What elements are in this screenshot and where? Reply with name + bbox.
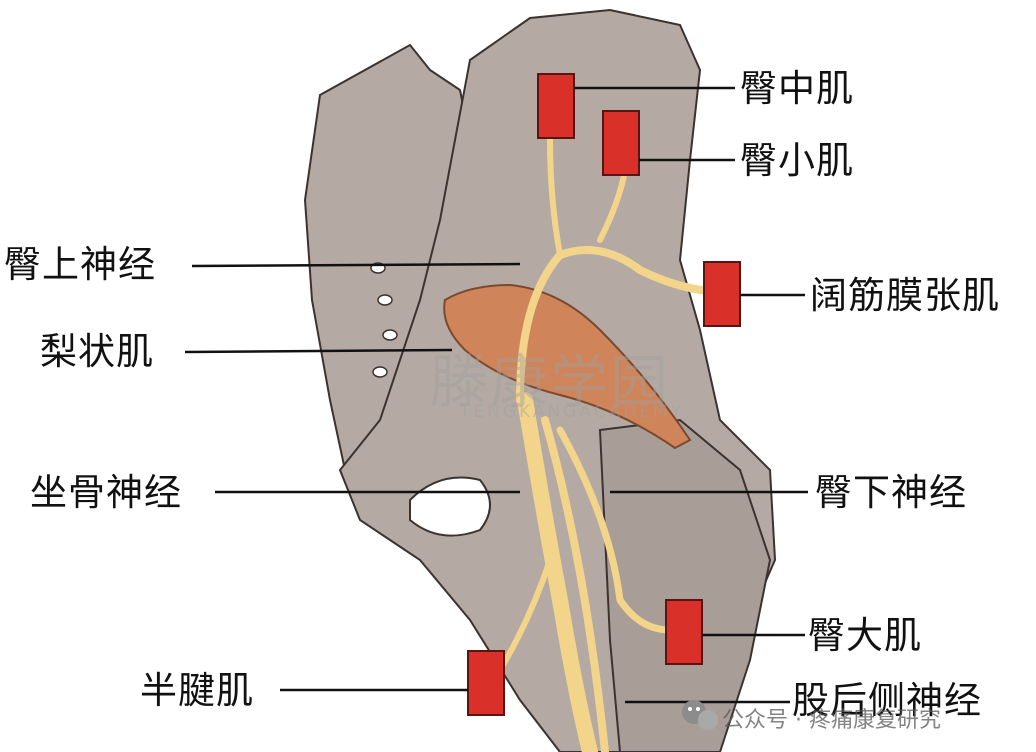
inferior-gluteal-nerve: [556, 426, 674, 634]
label-gluteus-maximus: 臀大肌: [808, 614, 922, 657]
watermark-footer: 公众号 · 疼痛康复研究: [722, 708, 941, 733]
sacral-foramen: [382, 329, 398, 341]
sacral-foramen: [372, 366, 388, 378]
label-piriformis: 梨状肌: [40, 330, 154, 373]
superior-gluteal-branch-upper: [547, 137, 563, 258]
sciatic-nerve: [517, 392, 598, 752]
label-semitendinosus: 半腱肌: [140, 669, 254, 712]
wechat-icon: [682, 700, 718, 730]
semitendinosus-branch: [497, 557, 553, 673]
label-gluteus-minimus: 臀小肌: [740, 139, 854, 182]
semitendinosus-marker: [467, 650, 505, 716]
posterior-femoral-cutaneous-nerve: [541, 416, 609, 752]
gluteus-medius-marker: [537, 73, 575, 139]
leader-lines: [184, 86, 808, 704]
piriformis-muscle: [443, 283, 692, 450]
label-superior-gluteal-nerve: 臀上神经: [4, 243, 156, 286]
watermark-name: 滕康学园: [430, 348, 671, 416]
label-gluteus-medius: 臀中肌: [740, 67, 854, 110]
sacral-foramen: [377, 294, 393, 306]
gluteus-maximus-marker: [665, 599, 703, 665]
tensor-fasciae-latae-marker: [703, 261, 741, 327]
label-sciatic-nerve: 坐骨神经: [30, 471, 182, 514]
gluteus-minimus-marker: [602, 110, 640, 176]
watermark-english: TENGKANGACADEMY: [460, 402, 685, 422]
label-inferior-gluteal-nerve: 臀下神经: [815, 471, 967, 514]
superior-gluteal-nerve: [516, 246, 724, 404]
label-posterior-femoral-cutaneous-nerve: 股后侧神经: [792, 679, 982, 722]
label-tensor-fasciae-latae: 阔筋膜张肌: [810, 274, 1000, 317]
femur: [598, 418, 772, 752]
nerves: [497, 137, 724, 752]
